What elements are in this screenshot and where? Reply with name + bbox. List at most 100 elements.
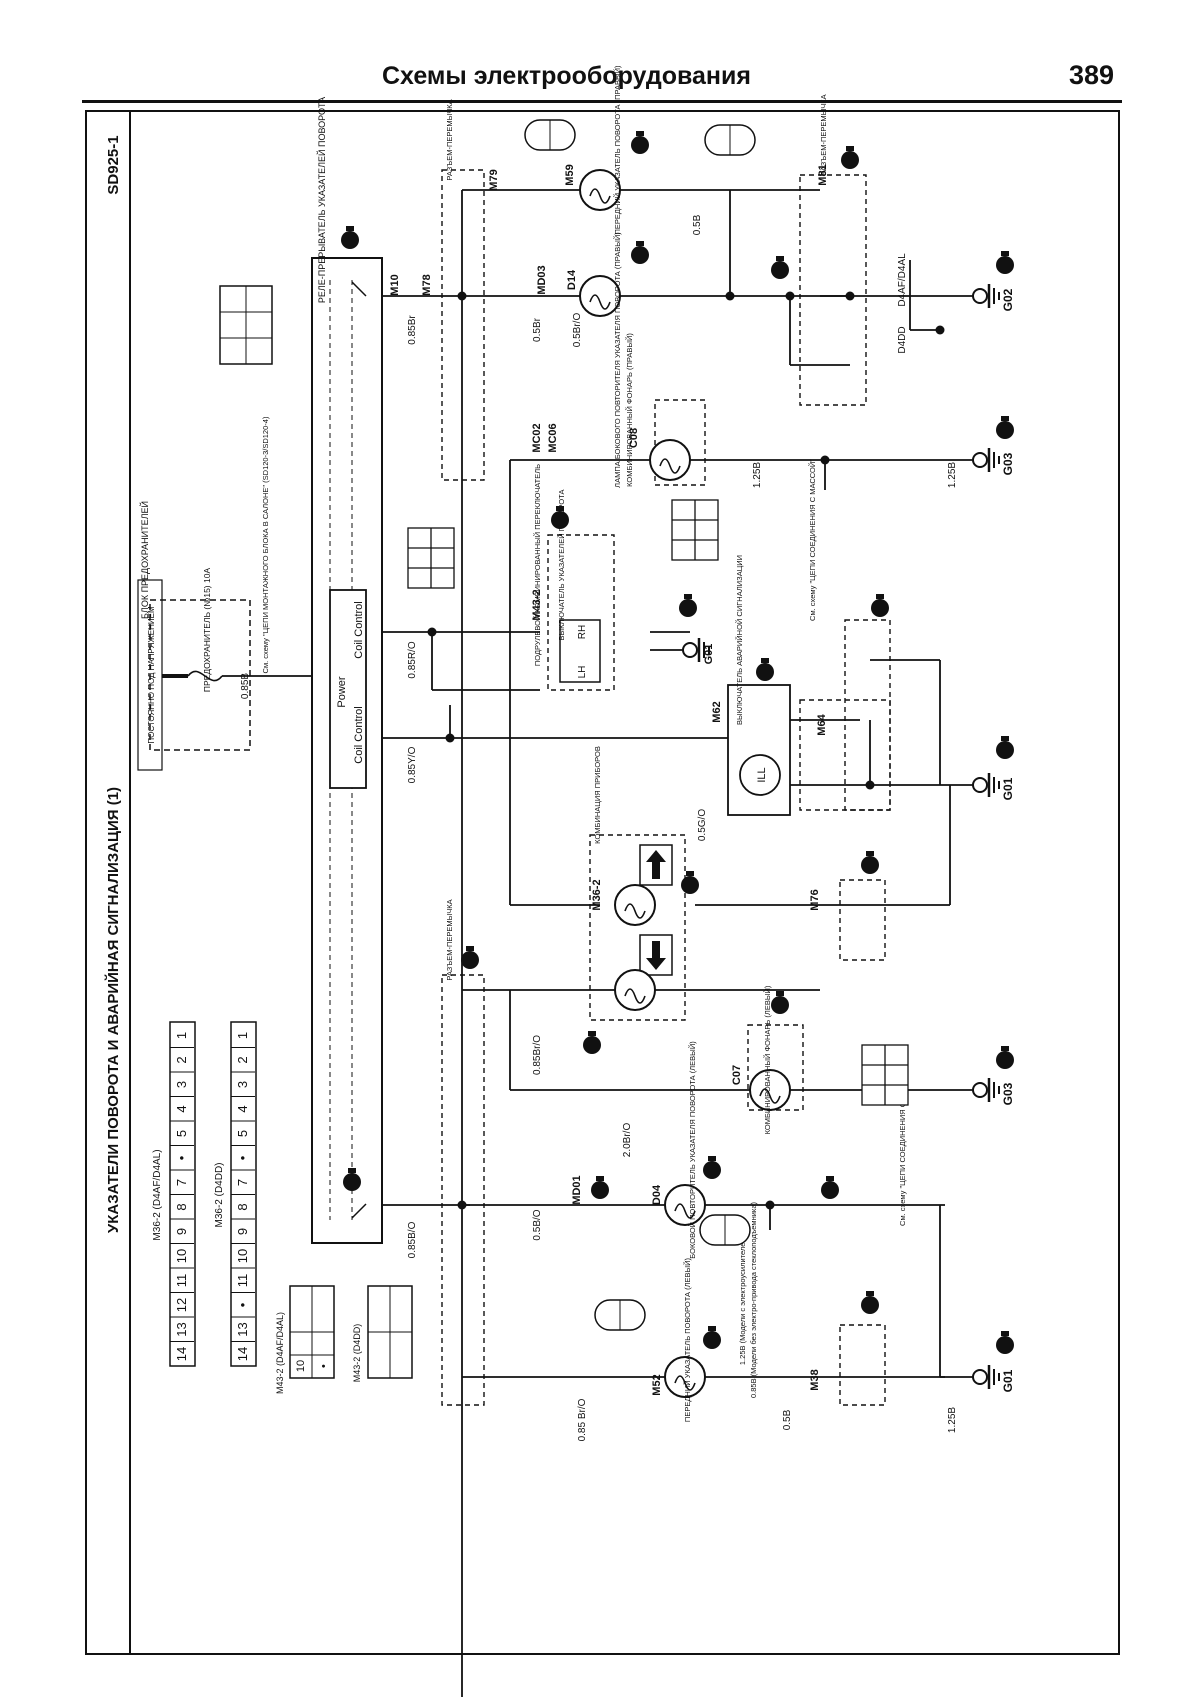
page-header: Схемы электрооборудования 389 bbox=[82, 58, 1122, 102]
pin-number: 8 bbox=[174, 1203, 189, 1210]
front-left-label: ПЕРЕДНИЙ УКАЗАТЕЛЬ ПОВОРОТА (ЛЕВЫЙ) bbox=[683, 1257, 692, 1422]
wire-label: 0.5Br/O bbox=[572, 313, 583, 348]
wire-label: 0.5B bbox=[782, 1409, 793, 1430]
jumper-label: РАЗЪЕМ-ПЕРЕМЫЧКА bbox=[445, 899, 454, 980]
wire-label: D4DD bbox=[897, 326, 908, 353]
combi-switch-label: ПОДРУЛЕВОЙ КОМБИНИРОВАННЫЙ ПЕРЕКЛЮЧАТЕЛЬ bbox=[533, 464, 542, 666]
page-number: 389 bbox=[1068, 60, 1114, 90]
conn-id: M10 bbox=[389, 274, 401, 295]
pin-number: 11 bbox=[235, 1274, 250, 1288]
constant-power-label: ПОСТОЯННО ПОД НАПРЯЖЕНИЕМ bbox=[147, 606, 156, 744]
pin-number: 5 bbox=[235, 1130, 250, 1137]
conn-id: M78 bbox=[421, 274, 433, 295]
pin-number: 13 bbox=[235, 1322, 250, 1336]
relay-coil-label-2: Coil Control bbox=[353, 601, 365, 658]
conn-id: M64 bbox=[816, 713, 828, 735]
ground-label: G03 bbox=[1001, 452, 1015, 475]
conn-id: M79 bbox=[488, 169, 500, 190]
wire-label: 1.25B bbox=[752, 462, 763, 488]
pin-number: 13 bbox=[174, 1322, 189, 1336]
pin-number: • bbox=[235, 1155, 250, 1160]
conn-id: MC06 bbox=[547, 423, 559, 452]
relay-label: РЕЛЕ-ПРЕРЫВАТЕЛЬ УКАЗАТЕЛЕЙ ПОВОРОТА bbox=[316, 97, 327, 303]
pin-number: 5 bbox=[174, 1130, 189, 1137]
wire-label: 0.5B/O bbox=[532, 1209, 543, 1240]
wire-label: 0.85R/O bbox=[407, 641, 418, 678]
ground-ref: См. схему "ЦЕПИ СОЕДИНЕНИЯ С МАССОЙ" bbox=[898, 1064, 907, 1226]
side-left-label: БОКОВОЙ ПОВТОРИТЕЛЬ УКАЗАТЕЛЯ ПОВОРОТА (… bbox=[688, 1041, 697, 1259]
wire-label: 2.0Br/O bbox=[622, 1123, 633, 1158]
header-rule bbox=[82, 100, 1122, 103]
note: 1.25B (Модели с электроусилителем) bbox=[738, 1234, 747, 1365]
conn-id: D14 bbox=[566, 269, 578, 290]
wiring bbox=[382, 189, 980, 1697]
ground-g01-a bbox=[971, 771, 1001, 799]
m62-pinout bbox=[219, 285, 273, 365]
conn-id: MD03 bbox=[536, 265, 548, 294]
conn-id: M43-2 bbox=[531, 589, 543, 620]
front-right-label: ПЕРЕДНИЙ УКАЗАТЕЛЬ ПОВОРОТА (ПРАВЫЙ) bbox=[613, 65, 622, 235]
pin-number: 11 bbox=[174, 1274, 189, 1288]
lamp-pin-badges bbox=[524, 119, 756, 1331]
fuse-ref: См. схему "ЦЕПИ МОНТАЖНОГО БЛОКА В САЛОН… bbox=[261, 416, 270, 673]
wire-label: 1.25B bbox=[947, 462, 958, 488]
hazard-ill-label: ILL bbox=[756, 767, 768, 782]
conn-id: M62 bbox=[711, 701, 723, 722]
wire-label: 0.85Y/O bbox=[407, 746, 418, 783]
pin-number: 9 bbox=[174, 1228, 189, 1235]
pinout-label: M43-2 (D4AF/D4AL) bbox=[275, 1312, 285, 1394]
pin-number: 3 bbox=[174, 1081, 189, 1088]
hazard-switch-label: ВЫКЛЮЧАТЕЛЬ АВАРИЙНОЙ СИГНАЛИЗАЦИИ bbox=[735, 555, 744, 725]
instrument-cluster-label: КОМБИНАЦИЯ ПРИБОРОВ bbox=[593, 746, 602, 844]
ground-label: G01 bbox=[703, 644, 715, 665]
wire-label: 0.5Br bbox=[532, 317, 543, 342]
rear-right-lamp bbox=[649, 439, 691, 481]
conn-id: D04 bbox=[651, 1184, 663, 1205]
rear-left-label: КОМБИНИРОВАННЫЙ ФОНАРЬ (ЛЕВЫЙ) bbox=[763, 985, 772, 1134]
relay-coil-label-1: Coil Control bbox=[353, 706, 365, 763]
fuse-box-label: БЛОК ПРЕДОХРАНИТЕЛЕЙ bbox=[139, 501, 150, 619]
pin-number: 3 bbox=[235, 1081, 250, 1088]
conn-id: MC02 bbox=[531, 423, 543, 452]
pin-number: 4 bbox=[235, 1105, 250, 1112]
connector-boxes bbox=[441, 169, 891, 1406]
jumper-label: РАЗЪЕМ-ПЕРЕМЫЧКА bbox=[445, 99, 454, 180]
ground-ref: См. схему "ЦЕПИ СОЕДИНЕНИЯ С МАССОЙ" bbox=[808, 459, 817, 621]
note: 0.85B (Модели без электро-привода стекло… bbox=[749, 1201, 758, 1398]
wire-label: 0.85Br/O bbox=[532, 1035, 543, 1075]
ground-g02 bbox=[971, 282, 1001, 310]
side-right-label: ЛАМПА БОКОВОГО ПОВТОРИТЕЛЯ УКАЗАТЕЛЯ ПОВ… bbox=[613, 232, 622, 488]
pinout-label: M36-2 (D4AF/D4AL) bbox=[152, 1149, 163, 1240]
rear-right-label: КОМБИНИРОВАННЫЙ ФОНАРЬ (ПРАВЫЙ) bbox=[625, 333, 634, 487]
hazard-switch: ILL ВЫКЛЮЧАТЕЛЬ АВАРИЙНОЙ СИГНАЛИЗАЦИИ bbox=[727, 555, 791, 816]
ground-g03-b bbox=[971, 1076, 1001, 1104]
pin-number: 2 bbox=[235, 1056, 250, 1063]
relay-power-label: Power bbox=[336, 676, 348, 708]
wire-label: 0.85B/O bbox=[407, 1221, 418, 1258]
diagram-frame bbox=[85, 110, 1120, 1655]
pin-number: 7 bbox=[174, 1179, 189, 1186]
cluster-left-lamp bbox=[614, 969, 656, 1011]
conn-id: MD01 bbox=[571, 1175, 583, 1204]
diagram-title: УКАЗАТЕЛИ ПОВОРОТА И АВАРИЙНАЯ СИГНАЛИЗА… bbox=[104, 787, 122, 1233]
pin-number: • bbox=[235, 1302, 250, 1307]
ground-label: G02 bbox=[1001, 288, 1015, 311]
pin-number: 2 bbox=[174, 1056, 189, 1063]
conn-id: M36-2 bbox=[591, 879, 603, 910]
switch-lh-label: LH bbox=[577, 666, 588, 679]
pin-number: 14 bbox=[235, 1347, 250, 1361]
pinout-m43-2b: M43-2 (D4DD) bbox=[352, 1285, 413, 1382]
wire-label: 1.25B bbox=[947, 1407, 958, 1433]
pin-number: • bbox=[174, 1155, 189, 1160]
pin-number: 14 bbox=[174, 1347, 189, 1361]
fuse-box: БЛОК ПРЕДОХРАНИТЕЛЕЙ ПРЕДОХРАНИТЕЛЬ (№15… bbox=[139, 416, 320, 751]
page-title: Схемы электрооборудования bbox=[382, 62, 751, 90]
conn-id: M81 bbox=[817, 164, 829, 185]
diagram-code: SD925-1 bbox=[105, 135, 122, 194]
wire-label: 0.85Br bbox=[407, 315, 418, 345]
ground-g01-b bbox=[971, 1363, 1001, 1391]
conn-id: M52 bbox=[651, 1374, 663, 1395]
switch-label: ВЫКЛЮЧАТЕЛЬ УКАЗАТЕЛЕЙ ПОВОРОТА bbox=[557, 490, 566, 641]
